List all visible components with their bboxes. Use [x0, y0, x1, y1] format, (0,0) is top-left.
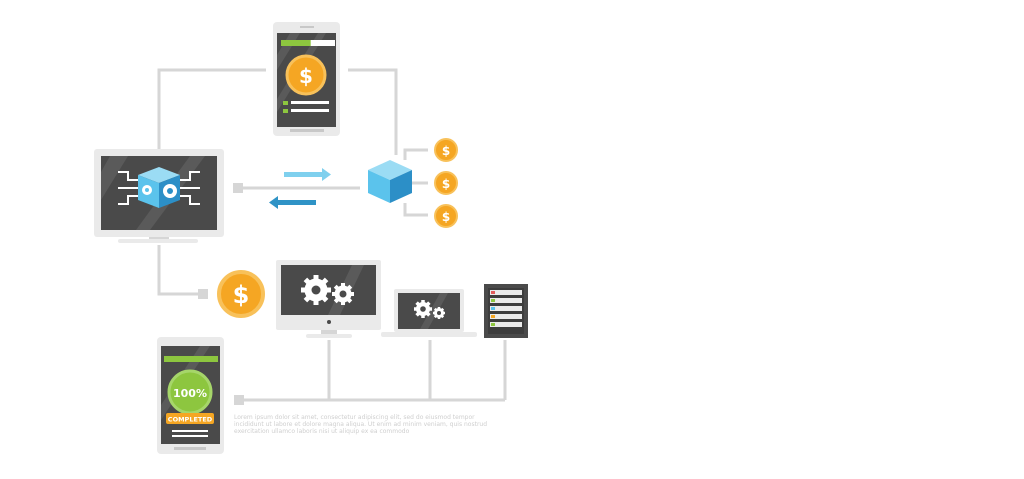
- arrow-right-icon: [284, 168, 331, 181]
- connector-end-caps: [198, 183, 244, 405]
- left-monitor: [94, 149, 224, 243]
- top-phone: $: [273, 22, 340, 136]
- bottom-phone-progress-bar: [164, 356, 218, 362]
- status-badge-label: COMPLETED: [168, 416, 213, 424]
- coin-stack: $ $ $: [434, 138, 458, 228]
- connector-cube-coin-top: [403, 148, 428, 160]
- connector-laptop-to-top-phone: [157, 68, 266, 150]
- dollar-coin-icon: $: [434, 171, 458, 195]
- coin-symbol: $: [233, 281, 250, 309]
- gear-icon: [142, 184, 177, 198]
- desktop-monitor: [276, 260, 381, 338]
- blockchain-cube-icon: [368, 160, 412, 203]
- gear-icon: [332, 283, 354, 305]
- server-rack-icon: [484, 284, 528, 338]
- connector-top-phone-to-cube: [348, 68, 398, 155]
- top-phone-progress-fill: [281, 40, 311, 46]
- dollar-coin-icon: $: [434, 138, 458, 162]
- coin-symbol: $: [442, 177, 450, 191]
- arrow-left-icon: [269, 196, 316, 209]
- gear-icon: [433, 307, 445, 319]
- dollar-coin-icon: $: [434, 204, 458, 228]
- caption-line-2: incididunt ut labore et dolore magna ali…: [234, 421, 488, 428]
- dollar-coin-icon: [285, 54, 327, 96]
- circuit-lines: [118, 171, 200, 205]
- connector-lines: [157, 68, 507, 402]
- status-badge: [166, 413, 214, 424]
- caption-line-1: Lorem ipsum dolor sit amet, consectetur …: [234, 414, 475, 421]
- connector-cube-coin-bottom: [403, 203, 428, 217]
- dollar-coin-icon: $: [217, 270, 265, 318]
- gear-icon: [301, 275, 331, 305]
- caption-text: Lorem ipsum dolor sit amet, consectetur …: [234, 414, 496, 435]
- connector-laptop-to-coin: [157, 245, 205, 296]
- coin-symbol: $: [442, 144, 450, 158]
- laptop: [381, 289, 477, 337]
- coin-symbol: $: [442, 210, 450, 224]
- caption-line-3: exercitation ullamco laboris nisi ut ali…: [234, 428, 410, 435]
- coin-symbol: $: [299, 64, 313, 88]
- gear-icon: [414, 300, 432, 318]
- bottom-phone: 100% COMPLETED: [157, 337, 224, 454]
- progress-percent: 100%: [173, 387, 207, 400]
